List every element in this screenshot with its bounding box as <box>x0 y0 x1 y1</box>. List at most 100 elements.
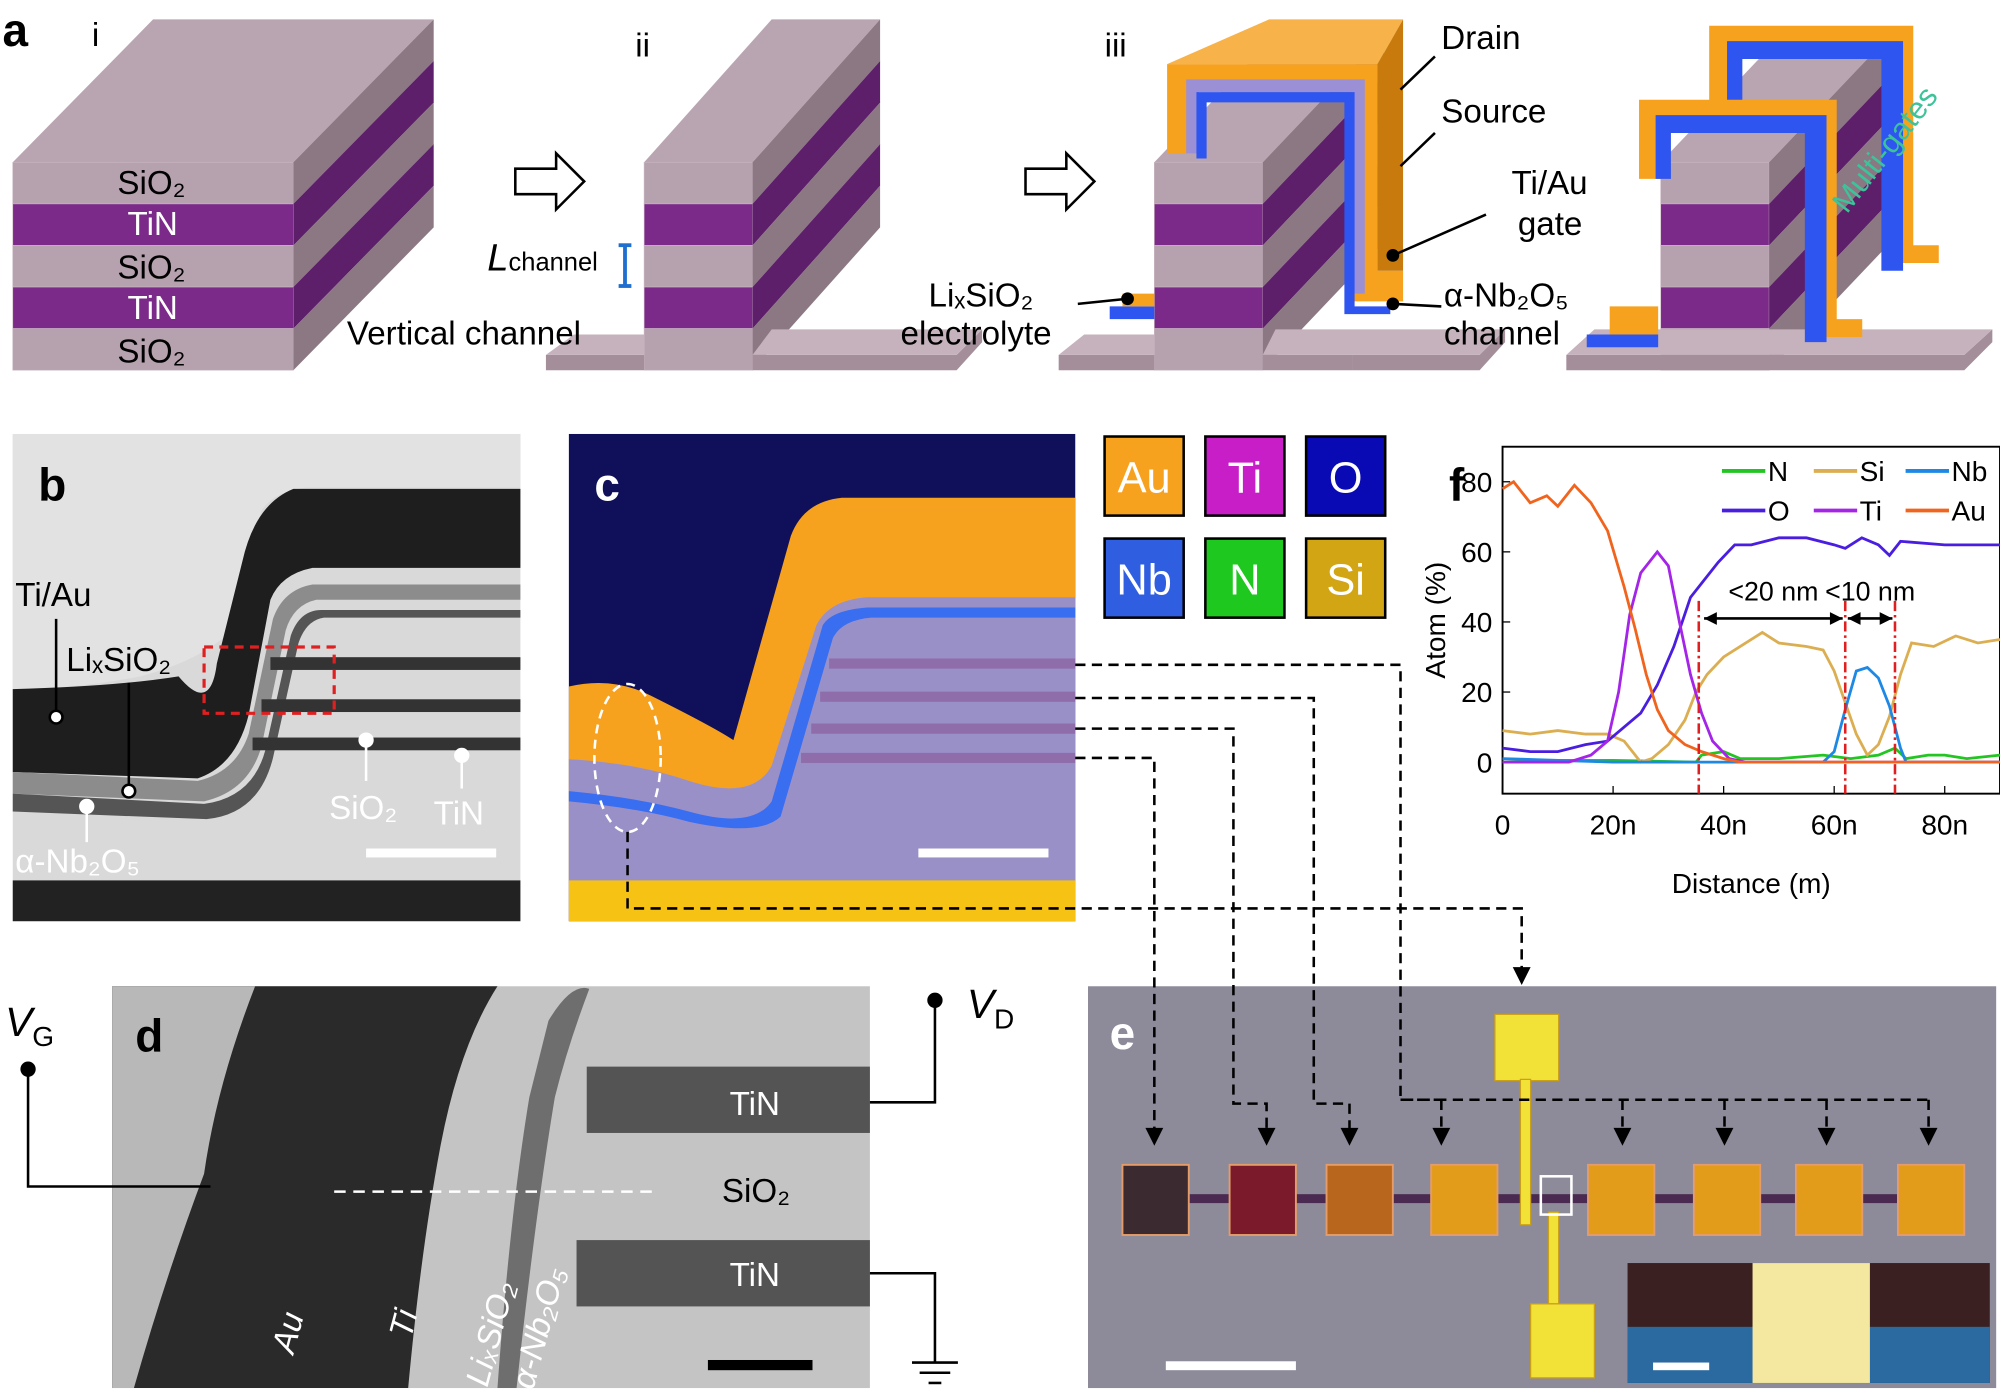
device-multigate <box>1566 25 1993 371</box>
layer-front-sio2 <box>1154 161 1264 205</box>
layer-front-sio2 <box>1154 245 1264 288</box>
electrode-pad <box>1430 1163 1499 1236</box>
x-tick-label: 20n <box>1590 809 1637 840</box>
electrode-pad <box>1794 1163 1864 1236</box>
step-ii-label: ii <box>635 27 650 64</box>
legend-label-au: Au <box>1118 455 1171 503</box>
annotation-label: <20 nm <box>1728 577 1818 607</box>
gate-electrode <box>1494 1013 1596 1379</box>
legend-swatch-o <box>1304 435 1387 517</box>
panel-e: e <box>1088 986 1997 1389</box>
step-i-label: i <box>92 17 99 54</box>
layer-front-sio2 <box>643 161 753 205</box>
electrolyte-label-2: electrolyte <box>901 316 1052 353</box>
series-line-au <box>1501 479 2000 764</box>
scale-bar <box>366 848 497 858</box>
legend-label-nb: Nb <box>1116 557 1171 605</box>
tin-top-layer <box>586 1066 870 1133</box>
scale-bar <box>707 1359 813 1371</box>
electrode-pad <box>1325 1163 1394 1236</box>
x-tick-label: 40n <box>1700 809 1747 840</box>
panel-label-e: e <box>1110 1007 1136 1059</box>
layer-side-sio2 <box>293 185 434 371</box>
layer-side-tin <box>293 144 434 329</box>
source-label: Source <box>1441 94 1546 131</box>
layer-label-sio2-3: SiO₂ <box>117 334 185 371</box>
legend-swatch-ti <box>1204 435 1286 517</box>
y-tick-label: 60 <box>1461 537 1492 568</box>
vg-label: VG <box>5 999 54 1052</box>
legend-swatch-n <box>1204 537 1286 619</box>
tin-bands <box>801 658 1076 764</box>
layer-label-tin-2: TiN <box>128 290 178 327</box>
layer-side-sio2 <box>293 102 434 288</box>
panel-label-a: a <box>3 4 29 56</box>
arrow-icon <box>514 150 586 213</box>
step-iii-label: iii <box>1105 27 1127 64</box>
y-tick-label: 40 <box>1461 607 1492 638</box>
channel-length-bar <box>618 243 632 288</box>
leader-lines <box>1077 55 1487 311</box>
device-iii <box>1058 19 1506 371</box>
vd-label: VD <box>967 981 1014 1034</box>
stack-block-ii <box>643 19 881 371</box>
dashed-connectors <box>626 663 1930 1131</box>
legend-swatch-si <box>1304 537 1387 619</box>
layer-front-tin <box>1154 286 1264 329</box>
electrode-pad <box>1692 1163 1762 1236</box>
x-axis-label: Distance (m) <box>1672 868 1831 899</box>
legend-label-o: O <box>1768 496 1790 527</box>
series-line-o <box>1502 536 2000 754</box>
electrode-pad <box>1897 1163 1966 1236</box>
layer-label-tin-1: TiN <box>128 206 178 243</box>
arrowhead <box>1704 612 1717 625</box>
panel-a: a i ii iii SiO₂ TiN SiO₂ TiN SiO₂ Lchann… <box>3 4 1993 371</box>
electrode-pads <box>1121 1163 1966 1236</box>
legend-label-si: Si <box>1326 557 1365 605</box>
layer-side-sio2 <box>752 19 881 204</box>
annotation-label: <10 nm <box>1825 577 1915 607</box>
circuit-wires <box>20 992 958 1385</box>
layer-front-sio2 <box>12 245 294 288</box>
arrow-icon <box>1024 150 1097 213</box>
panel-label-c: c <box>594 458 620 510</box>
layer-front-sio2 <box>643 328 753 371</box>
series-line-si <box>1502 630 2000 764</box>
layer-front-tin <box>1660 286 1770 329</box>
legend-label-o: O <box>1329 455 1363 503</box>
arrowhead <box>1847 612 1861 625</box>
ti-au-layer <box>12 433 521 690</box>
stack-diagrams <box>12 19 1891 371</box>
plot-frame <box>1501 445 2000 795</box>
top-face <box>644 19 881 163</box>
base-slab-ii-top <box>545 334 645 355</box>
electrode-pad <box>1587 1163 1656 1236</box>
layer-front-tin <box>643 203 753 246</box>
electrolyte-label-1: LiₓSiO₂ <box>929 277 1034 314</box>
sio2-label: SiO₂ <box>722 1173 790 1210</box>
x-tick-label: 80n <box>1921 809 1968 840</box>
layer-front-tin <box>1154 203 1264 246</box>
channel-line <box>1135 1194 1952 1204</box>
gate-label-2: gate <box>1518 206 1583 243</box>
y-tick-label: 0 <box>1477 747 1493 778</box>
electrode-pad <box>1228 1163 1297 1236</box>
layer-front-tin <box>1660 203 1770 246</box>
tin-bottom-label: TiN <box>730 1257 780 1294</box>
sio2-label: SiO₂ <box>329 790 397 827</box>
layer-front-sio2 <box>643 245 753 288</box>
lixsio2-label: LiₓSiO₂ <box>66 642 171 679</box>
tin-bottom-layer <box>576 1240 870 1307</box>
legend-label-n: N <box>1229 557 1260 605</box>
gate-label-1: Ti/Au <box>1511 165 1587 202</box>
legend-label-nb: Nb <box>1952 456 1988 487</box>
base-slab-ii-top-r <box>752 329 983 355</box>
panel-label-b: b <box>38 458 66 510</box>
ti-au-label: Ti/Au <box>15 577 91 614</box>
base-slab-ii-right <box>752 329 983 371</box>
drain-label: Drain <box>1441 20 1520 57</box>
dashed-region <box>593 682 662 834</box>
legend-swatch-nb <box>1103 537 1185 619</box>
legend-label-ti: Ti <box>1860 496 1882 527</box>
